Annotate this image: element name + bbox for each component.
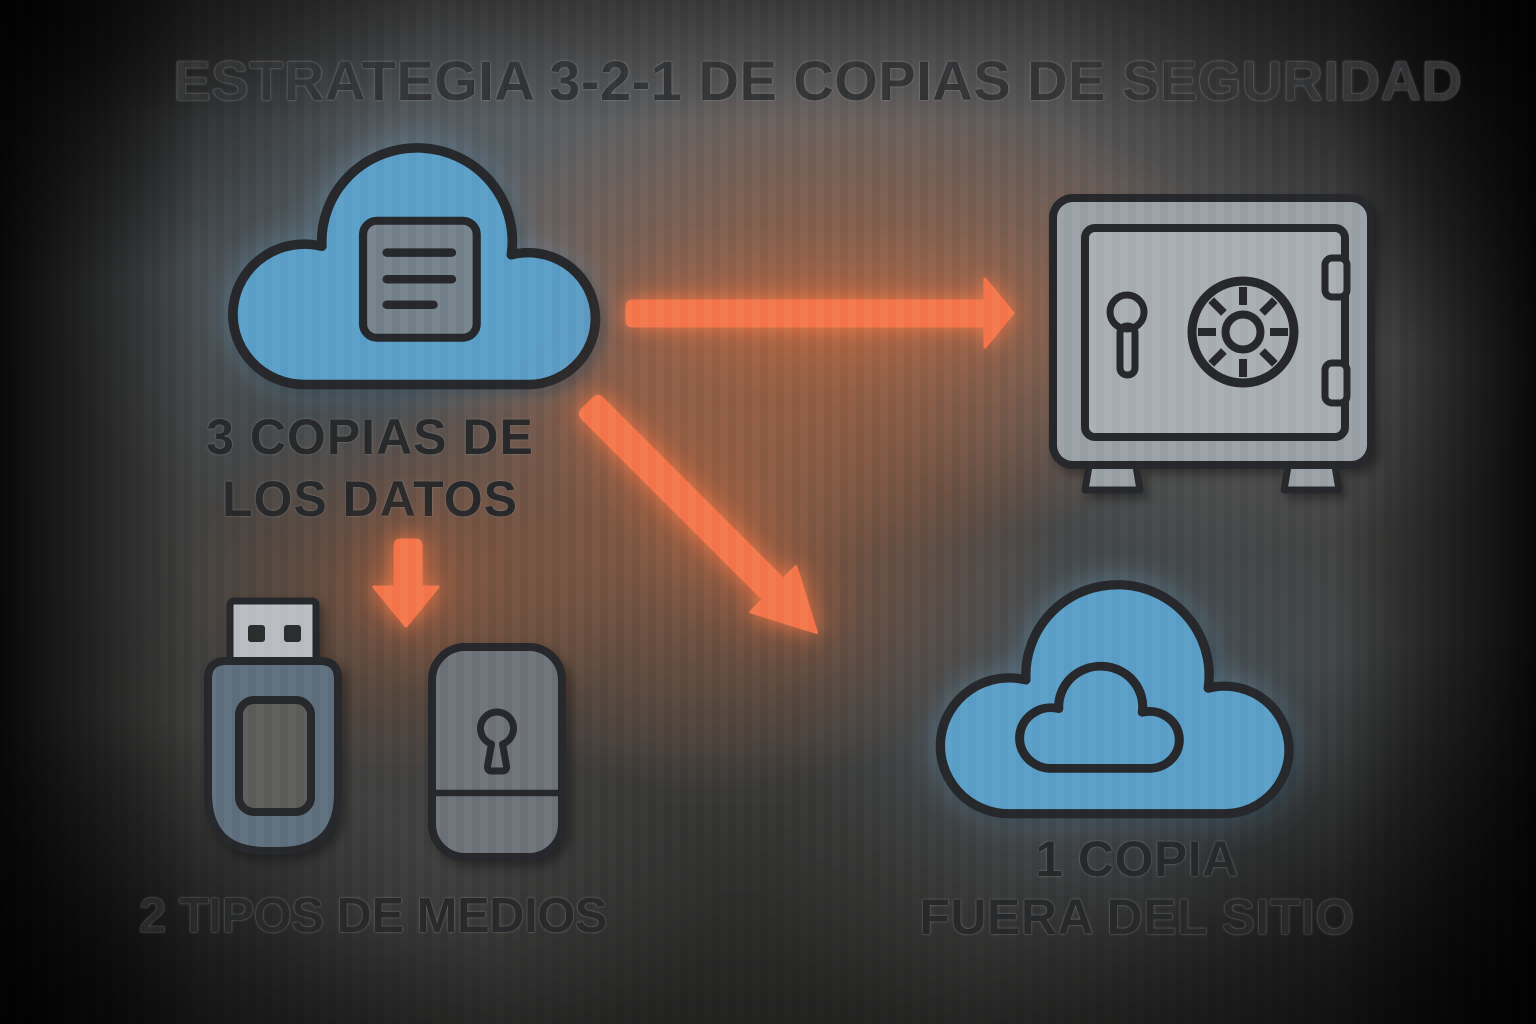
offsite-label-line2: FUERA DEL SITIO	[919, 889, 1355, 945]
safe-hinge-bottom	[1321, 359, 1351, 407]
safe-dial	[1187, 276, 1299, 388]
source-label: 3 COPIAS DE LOS DATOS	[140, 406, 600, 530]
usb-pin-right	[284, 625, 301, 642]
offsite-cloud-icon	[935, 580, 1294, 819]
usb-window	[235, 696, 315, 816]
page-title: ESTRATEGIA 3-2-1 DE COPIAS DE SEGURIDAD	[173, 49, 1463, 112]
usb-flash-drive-icon	[204, 597, 342, 855]
usb-pin-left	[248, 625, 265, 642]
safe-hinge-top	[1321, 254, 1351, 301]
inner-cloud-icon	[1015, 661, 1184, 773]
arrow-diagonal-icon	[578, 394, 818, 634]
arrow-down-icon	[372, 538, 440, 628]
document-icon	[358, 216, 481, 342]
source-cloud-icon	[228, 143, 601, 390]
keyhole-icon	[477, 708, 517, 775]
source-label-line1: 3 COPIAS DE	[206, 409, 534, 465]
offsite-label: 1 COPIA FUERA DEL SITIO	[887, 830, 1387, 946]
safe-vault-icon	[1049, 194, 1375, 494]
usb-connector	[226, 597, 320, 667]
arrow-right-icon	[625, 277, 1015, 349]
safe-keyhole	[1106, 291, 1148, 379]
media-label: 2 TIPOS DE MEDIOS	[139, 889, 607, 943]
offsite-label-line1: 1 COPIA	[1035, 831, 1239, 887]
encrypted-drive-icon	[428, 643, 566, 861]
source-label-line2: LOS DATOS	[221, 471, 519, 527]
